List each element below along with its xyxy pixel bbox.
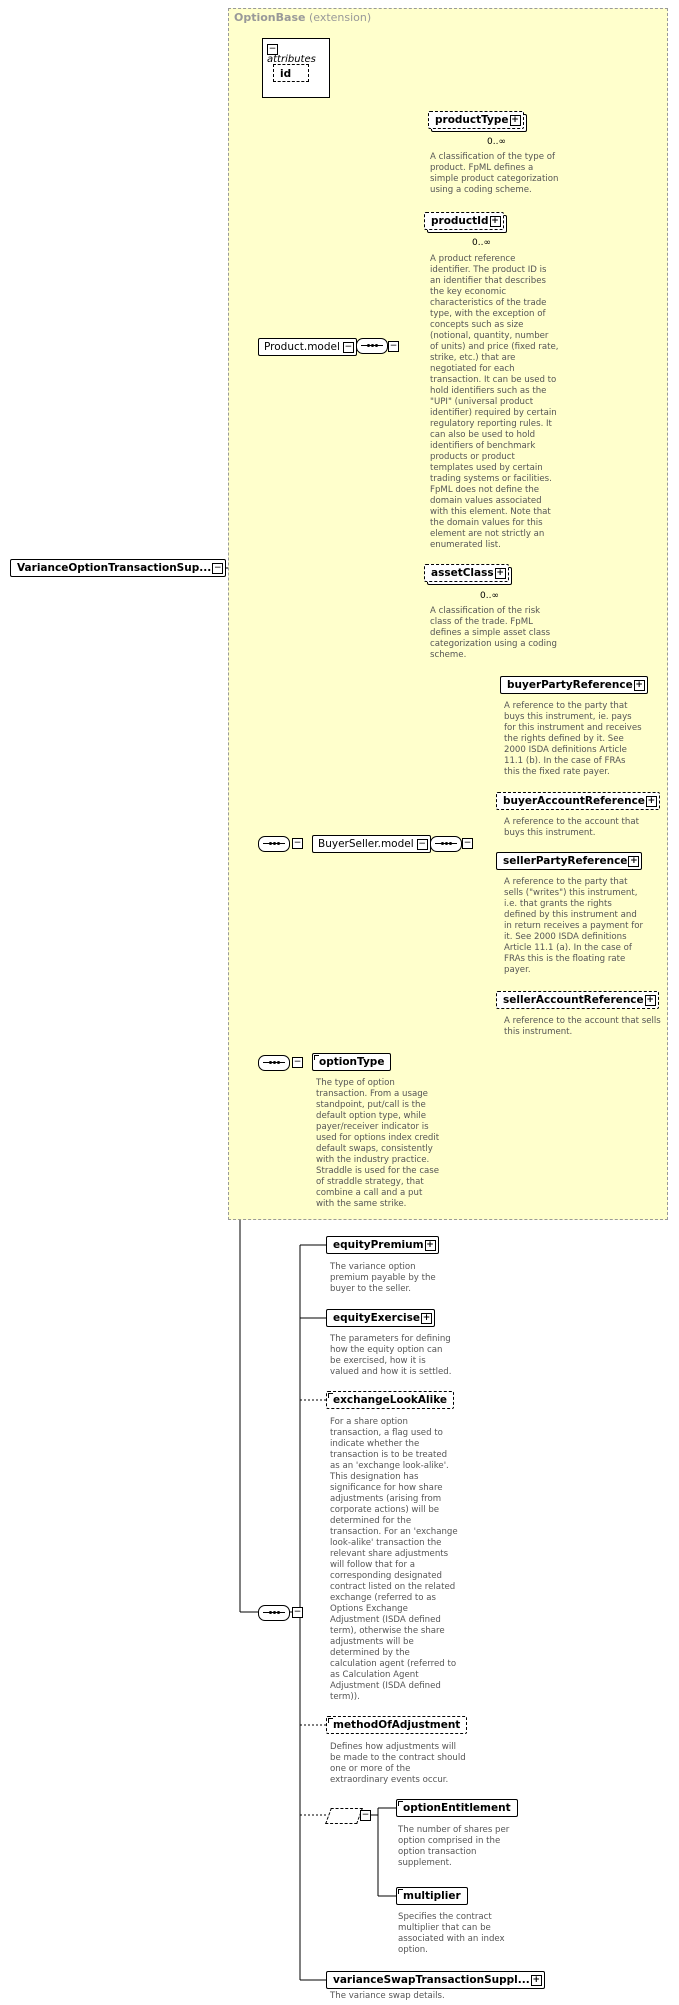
expand-icon[interactable]: + xyxy=(628,856,640,867)
element-optionType-label: optionType xyxy=(319,1056,385,1068)
element-multiplier-label: multiplier xyxy=(403,1890,461,1902)
element-equityExercise-label: equityExercise xyxy=(333,1312,421,1324)
cardinality-productType: 0..∞ xyxy=(487,137,506,147)
simple-type-icon xyxy=(398,1889,403,1894)
element-methodOfAdjustment-label: methodOfAdjustment xyxy=(333,1719,461,1731)
doc-productId: A product reference identifier. The prod… xyxy=(430,254,559,550)
extension-suffix: (extension) xyxy=(308,11,372,24)
group-product-model-label: Product.model xyxy=(264,341,340,353)
element-buyerPartyReference-label: buyerPartyReference xyxy=(507,679,633,691)
root-element-label: VarianceOptionTransactionSup... xyxy=(17,562,212,574)
element-sellerAccountReference-label: sellerAccountReference xyxy=(503,994,644,1006)
collapse-icon[interactable]: − xyxy=(342,342,354,353)
doc-optionType: The type of option transaction. From a u… xyxy=(316,1078,440,1209)
doc-exchangeLookAlike: For a share option transaction, a flag u… xyxy=(330,1417,458,1702)
element-exchangeLookAlike[interactable]: exchangeLookAlike xyxy=(326,1391,455,1409)
element-assetClass-label: assetClass xyxy=(431,567,494,579)
cardinality-assetClass: 0..∞ xyxy=(480,591,499,601)
collapse-icon[interactable]: − xyxy=(267,44,278,55)
expand-icon[interactable]: + xyxy=(645,796,657,807)
simple-type-icon xyxy=(328,1393,333,1398)
extension-label: OptionBase (extension) xyxy=(234,11,371,24)
extension-box xyxy=(228,8,668,1220)
collapse-icon[interactable]: − xyxy=(462,838,473,849)
collapse-icon[interactable]: − xyxy=(416,839,428,850)
collapse-icon[interactable]: − xyxy=(360,1810,371,1821)
collapse-icon[interactable]: − xyxy=(292,1607,303,1618)
attributes-header: −attributes xyxy=(267,42,329,65)
attributes-header-label: attributes xyxy=(267,54,316,65)
expand-icon[interactable]: + xyxy=(509,115,521,126)
element-productId-label: productId xyxy=(431,215,489,227)
doc-sellerAccountReference: A reference to the account that sells th… xyxy=(504,1016,661,1037)
element-varianceSwapTransactionSupplement-label: varianceSwapTransactionSuppl... xyxy=(333,1974,530,1986)
doc-methodOfAdjustment: Defines how adjustments will be made to … xyxy=(330,1742,466,1785)
doc-sellerPartyReference: A reference to the party that sells ("wr… xyxy=(504,877,644,975)
element-equityExercise[interactable]: equityExercise+ xyxy=(326,1309,436,1327)
simple-type-icon xyxy=(398,1801,403,1806)
element-buyerAccountReference[interactable]: buyerAccountReference+ xyxy=(496,792,660,810)
group-buyer-seller-model-label: BuyerSeller.model xyxy=(318,838,414,850)
choice-connector-icon xyxy=(325,1808,363,1824)
expand-icon[interactable]: + xyxy=(494,568,506,579)
expand-icon[interactable]: + xyxy=(424,1240,436,1251)
element-buyerAccountReference-label: buyerAccountReference xyxy=(503,795,645,807)
doc-assetClass: A classification of the risk class of th… xyxy=(430,606,557,660)
element-assetClass[interactable]: assetClass+ xyxy=(424,564,509,582)
expand-icon[interactable]: + xyxy=(530,1975,542,1986)
element-multiplier[interactable]: multiplier xyxy=(396,1887,468,1905)
sequence-connector-icon xyxy=(258,836,290,852)
sequence-connector-icon xyxy=(356,338,388,354)
element-sellerAccountReference[interactable]: sellerAccountReference+ xyxy=(496,991,659,1009)
expand-icon[interactable]: + xyxy=(421,1313,433,1324)
collapse-icon[interactable]: − xyxy=(212,563,224,574)
element-varianceSwapTransactionSupplement[interactable]: varianceSwapTransactionSuppl...+ xyxy=(326,1971,545,1989)
element-optionType[interactable]: optionType xyxy=(312,1053,392,1071)
element-equityPremium-label: equityPremium xyxy=(333,1239,424,1251)
element-sellerPartyReference[interactable]: sellerPartyReference+ xyxy=(496,852,643,870)
collapse-icon[interactable]: − xyxy=(388,341,399,352)
element-optionEntitlement[interactable]: optionEntitlement xyxy=(396,1799,518,1817)
attribute-id[interactable]: id xyxy=(273,64,309,82)
cardinality-productId: 0..∞ xyxy=(472,238,491,248)
collapse-icon[interactable]: − xyxy=(292,1057,303,1068)
element-sellerPartyReference-label: sellerPartyReference xyxy=(503,855,628,867)
attributes-box: −attributes id xyxy=(262,38,330,98)
element-exchangeLookAlike-label: exchangeLookAlike xyxy=(333,1394,448,1406)
doc-multiplier: Specifies the contract multiplier that c… xyxy=(398,1912,505,1955)
group-buyer-seller-model[interactable]: BuyerSeller.model − xyxy=(312,835,431,853)
doc-varianceSwapTransactionSupplement: The variance swap details. xyxy=(330,1991,445,2001)
simple-type-icon xyxy=(328,1718,333,1723)
doc-productType: A classification of the type of product.… xyxy=(430,152,559,195)
element-methodOfAdjustment[interactable]: methodOfAdjustment xyxy=(326,1716,468,1734)
doc-equityPremium: The variance option premium payable by t… xyxy=(330,1262,436,1294)
collapse-icon[interactable]: − xyxy=(292,838,303,849)
element-productId[interactable]: productId+ xyxy=(424,212,504,230)
doc-buyerPartyReference: A reference to the party that buys this … xyxy=(504,701,642,777)
expand-icon[interactable]: + xyxy=(633,680,645,691)
doc-equityExercise: The parameters for defining how the equi… xyxy=(330,1334,452,1377)
simple-type-icon xyxy=(314,1055,319,1060)
element-buyerPartyReference[interactable]: buyerPartyReference+ xyxy=(500,676,648,694)
doc-optionEntitlement: The number of shares per option comprise… xyxy=(398,1825,510,1868)
element-optionEntitlement-label: optionEntitlement xyxy=(403,1802,511,1814)
sequence-connector-icon xyxy=(430,836,462,852)
element-equityPremium[interactable]: equityPremium+ xyxy=(326,1236,439,1254)
group-product-model[interactable]: Product.model − xyxy=(258,338,357,356)
expand-icon[interactable]: + xyxy=(489,216,501,227)
sequence-connector-icon xyxy=(258,1605,290,1621)
root-element[interactable]: VarianceOptionTransactionSup... − xyxy=(10,559,227,577)
element-productType[interactable]: productType+ xyxy=(428,111,524,129)
sequence-connector-icon xyxy=(258,1055,290,1071)
extension-name: OptionBase xyxy=(234,11,306,24)
element-productType-label: productType xyxy=(435,114,509,126)
expand-icon[interactable]: + xyxy=(644,995,656,1006)
doc-buyerAccountReference: A reference to the account that buys thi… xyxy=(504,817,639,838)
